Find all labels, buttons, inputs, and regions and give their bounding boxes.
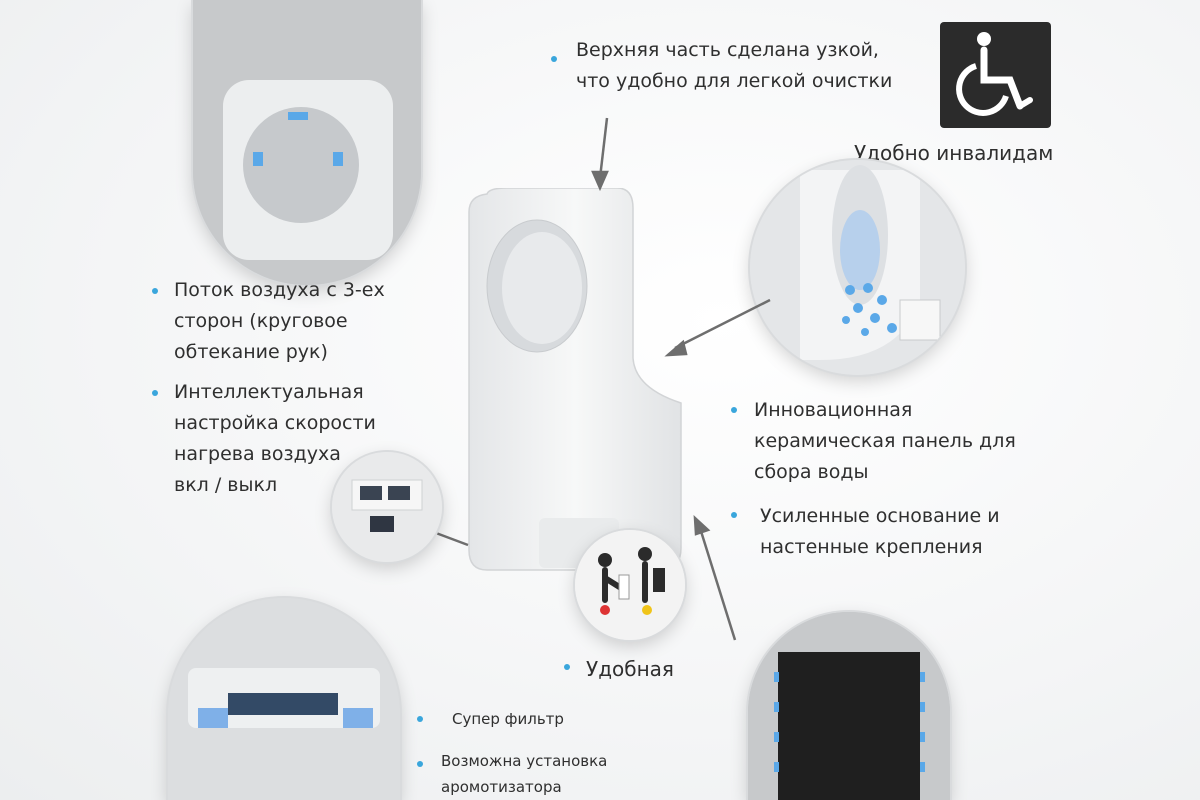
- callout-top-line2: что удобно для легкой очистки: [576, 70, 893, 92]
- ceramic-line3: сбора воды: [754, 461, 869, 483]
- bullet-filter: [417, 716, 423, 722]
- aroma-line1: Возможна установка: [441, 752, 608, 770]
- airflow-line3: обтекание рук): [174, 341, 328, 363]
- filter-label: Супер фильтр: [452, 710, 564, 728]
- convenient-label: Удобная: [586, 657, 674, 681]
- height-pictogram-circle: [575, 530, 685, 640]
- front-panel-closeup: [193, 0, 421, 285]
- nozzle-closeup: [750, 160, 965, 375]
- bullet-base: [731, 512, 737, 518]
- ceramic-line2: керамическая панель для: [754, 430, 1016, 452]
- bullet-ceramic: [731, 407, 737, 413]
- base-line1: Усиленные основание и: [760, 505, 1000, 527]
- filter-closeup: [168, 598, 400, 800]
- base-line2: настенные крепления: [760, 536, 983, 558]
- disabled-label: Удобно инвалидам: [854, 141, 1054, 165]
- base-closeup: [748, 612, 950, 800]
- airflow-line2: сторон (круговое: [174, 310, 348, 332]
- wheelchair-icon: [940, 22, 1051, 128]
- speed-line3: нагрева воздуха: [174, 443, 341, 465]
- airflow-line1: Поток воздуха с 3-ех: [174, 279, 385, 301]
- bullet-aroma: [417, 761, 423, 767]
- user-height-pictogram: [575, 530, 685, 640]
- ceramic-line1: Инновационная: [754, 399, 913, 421]
- hand-dryer: [467, 187, 687, 578]
- bullet-speed: [152, 390, 158, 396]
- bullet-convenient: [564, 664, 570, 670]
- control-panel-closeup: [332, 452, 442, 562]
- speed-line4: вкл / выкл: [174, 474, 278, 496]
- speed-line2: настройка скорости: [174, 412, 376, 434]
- speed-line1: Интеллектуальная: [174, 381, 364, 403]
- bullet-airflow: [152, 288, 158, 294]
- callout-top-line1: Верхняя часть сделана узкой,: [576, 39, 879, 61]
- aroma-line2: аромотизатора: [441, 778, 562, 796]
- bullet-top: [551, 56, 557, 62]
- front-panel-illustration: [193, 0, 421, 285]
